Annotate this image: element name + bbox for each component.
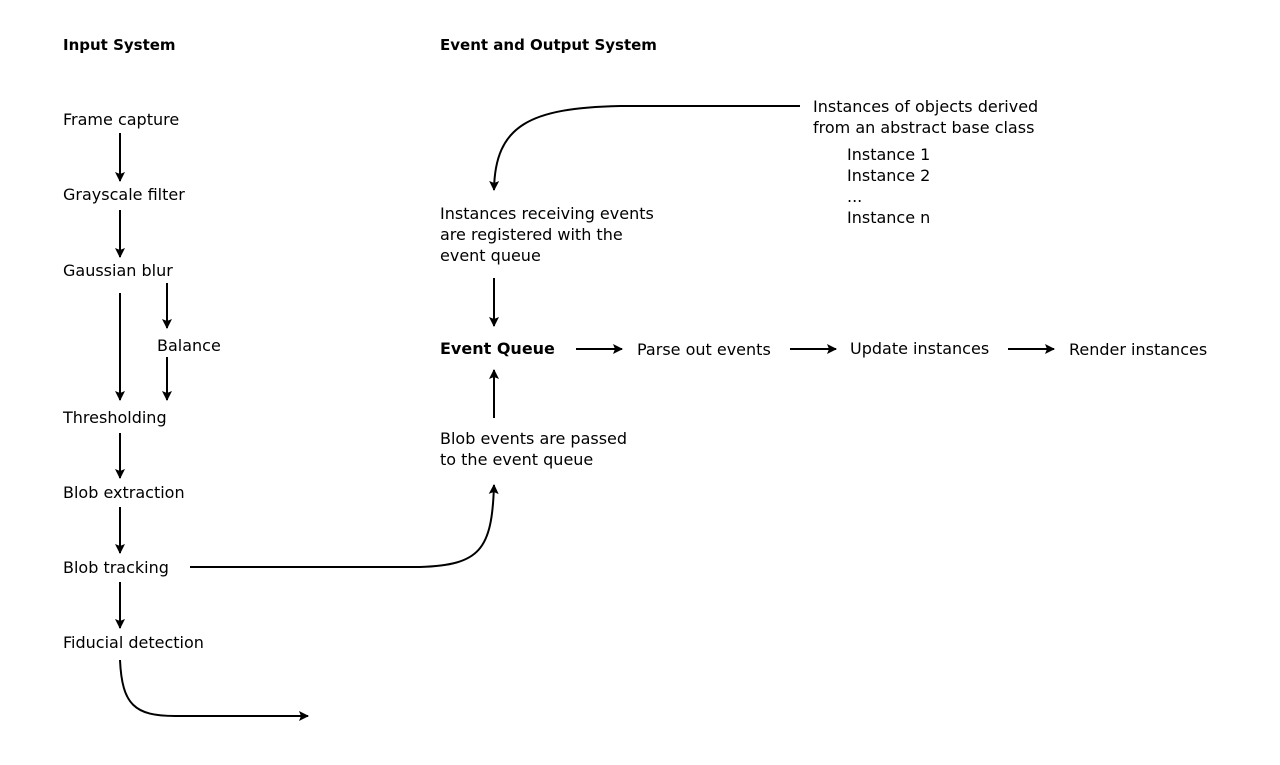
instance-item: ... bbox=[847, 187, 863, 206]
parse-out-events: Parse out events bbox=[637, 340, 771, 359]
instances-source-line2: from an abstract base class bbox=[813, 118, 1035, 137]
registration-note: Instances receiving events are registere… bbox=[440, 203, 654, 266]
step-blob-tracking: Blob tracking bbox=[63, 558, 169, 577]
step-balance: Balance bbox=[157, 336, 221, 355]
instances-source-line1: Instances of objects derived bbox=[813, 97, 1039, 116]
step-fiducial-detection: Fiducial detection bbox=[63, 633, 204, 652]
registration-line1: Instances receiving events bbox=[440, 204, 654, 223]
render-instances: Render instances bbox=[1069, 340, 1208, 359]
blob-events-line1: Blob events are passed bbox=[440, 429, 628, 448]
arrow-instances-to-registration bbox=[489, 105, 800, 191]
blob-events-line2: to the event queue bbox=[440, 450, 594, 469]
registration-line3: event queue bbox=[440, 246, 541, 265]
event-queue: Event Queue bbox=[440, 339, 555, 358]
instance-item: Instance n bbox=[847, 208, 931, 227]
event-output-system-header: Event and Output System bbox=[440, 36, 657, 54]
instances-source: Instances of objects derived from an abs… bbox=[813, 96, 1038, 138]
blob-events-note: Blob events are passed to the event queu… bbox=[440, 428, 627, 470]
step-frame-capture: Frame capture bbox=[63, 110, 180, 129]
step-blob-extraction: Blob extraction bbox=[63, 483, 185, 502]
step-grayscale-filter: Grayscale filter bbox=[63, 185, 185, 204]
arrow-tracking-to-blob-events bbox=[190, 484, 499, 568]
arrow-fiducial-out bbox=[119, 659, 309, 721]
step-thresholding: Thresholding bbox=[63, 408, 167, 427]
instance-list: Instance 1 Instance 2 ... Instance n bbox=[847, 144, 930, 228]
input-system-header: Input System bbox=[63, 36, 176, 54]
instance-item: Instance 2 bbox=[847, 166, 931, 185]
instance-item: Instance 1 bbox=[847, 145, 931, 164]
registration-line2: are registered with the bbox=[440, 225, 623, 244]
step-gaussian-blur: Gaussian blur bbox=[63, 261, 173, 280]
update-instances: Update instances bbox=[850, 339, 990, 358]
